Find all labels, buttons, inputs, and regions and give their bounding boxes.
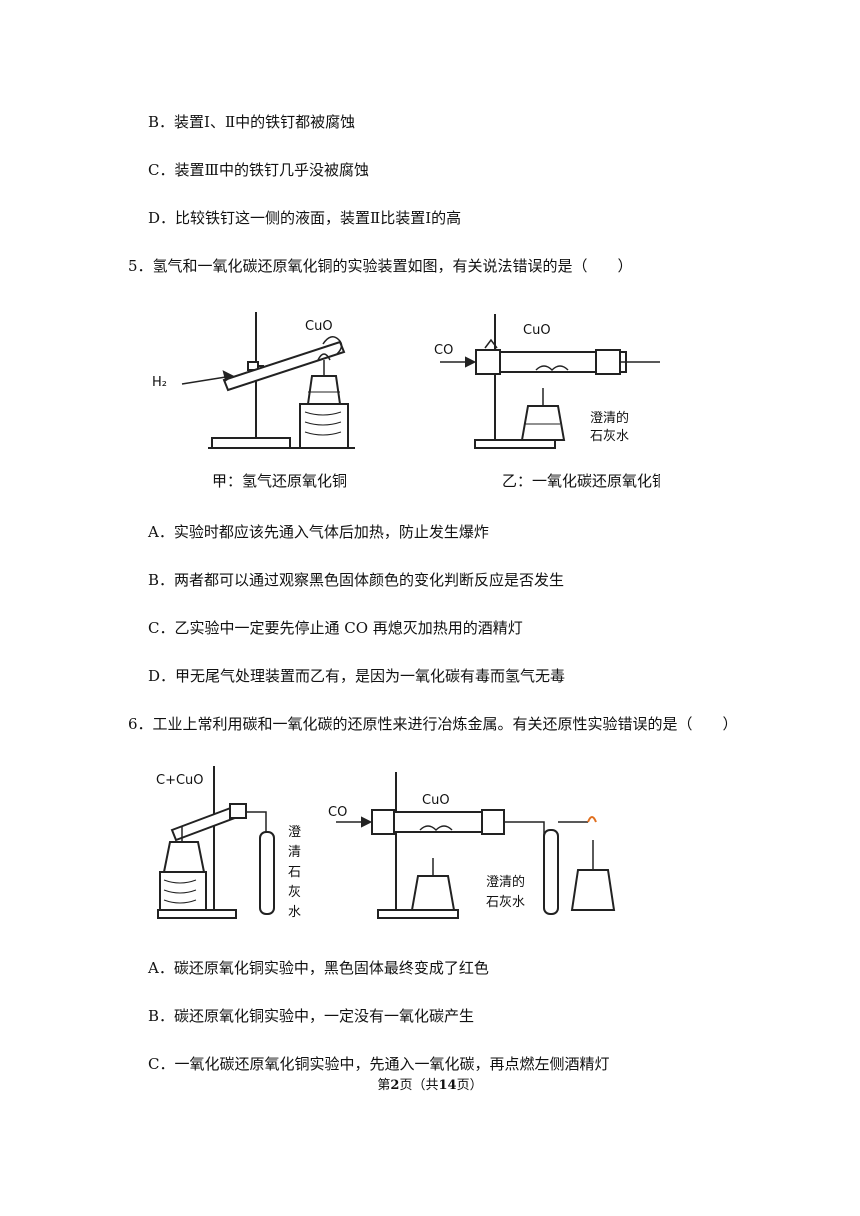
q5-option-a: A．实验时都应该先通入气体后加热，防止发生爆炸 bbox=[148, 523, 489, 541]
q5-fig-left-h2: H₂ bbox=[152, 375, 167, 390]
q5-stem: 5．氢气和一氧化碳还原氧化铜的实验装置如图，有关说法错误的是（ ） bbox=[128, 257, 633, 275]
q5-fig-right-cuo: CuO bbox=[523, 323, 551, 338]
q4-option-d: D．比较铁钉这一侧的液面，装置Ⅱ比装置Ⅰ的高 bbox=[148, 209, 462, 227]
q6-fig-left-vchar-3: 石 bbox=[288, 865, 301, 880]
q5-fig-right-caption: 乙：一氧化碳还原氧化铜 bbox=[502, 472, 660, 490]
q6-fig-left-reactants: C+CuO bbox=[156, 773, 204, 788]
q5-option-b: B．两者都可以通过观察黑色固体颜色的变化判断反应是否发生 bbox=[148, 571, 565, 589]
stand-base-icon bbox=[211, 437, 291, 449]
q5-figure: CuO H₂ 甲：氢气还原氧化铜 CO CuO 澄清的 石灰水 乙：一氧化碳还原… bbox=[152, 312, 660, 490]
alcohol-lamp-icon-5 bbox=[570, 869, 616, 911]
alcohol-lamp-icon-3 bbox=[162, 841, 206, 873]
q6-stem: 6．工业上常利用碳和一氧化碳的还原性来进行冶炼金属。有关还原性实验错误的是（ ） bbox=[128, 715, 738, 733]
page-footer: 第2页（共14页） bbox=[0, 1074, 860, 1093]
wood-block-icon bbox=[299, 403, 349, 449]
stand-base-icon-2 bbox=[474, 439, 556, 449]
limewater-tube-icon-2 bbox=[543, 829, 559, 915]
q6-fig-left-vchar-2: 清 bbox=[288, 845, 301, 860]
q5-fig-left-caption: 甲：氢气还原氧化铜 bbox=[212, 472, 347, 490]
footer-page-number: 2 bbox=[390, 1078, 400, 1093]
q6-fig-left-vchar-4: 灰 bbox=[288, 885, 301, 900]
q6-fig-right-limewater-2: 石灰水 bbox=[486, 895, 525, 910]
q6-figure: C+CuO 澄 清 石 灰 水 CO CuO 澄清的 石灰水 bbox=[156, 766, 616, 920]
test-tube-icon bbox=[222, 340, 346, 392]
q6-fig-left-vchar-5: 水 bbox=[288, 905, 301, 920]
q6-fig-right-co: CO bbox=[328, 805, 347, 820]
stand-base-icon-3 bbox=[157, 909, 237, 919]
q6-fig-left-vchar-1: 澄 bbox=[288, 825, 301, 840]
footer-prefix: 第 bbox=[377, 1078, 391, 1093]
q6-fig-right-cuo: CuO bbox=[422, 793, 450, 808]
q5-fig-right-limewater-2: 石灰水 bbox=[590, 429, 629, 444]
q4-option-c: C．装置Ⅲ中的铁钉几乎没被腐蚀 bbox=[148, 161, 369, 179]
q6-option-a: A．碳还原氧化铜实验中，黑色固体最终变成了红色 bbox=[148, 959, 489, 977]
alcohol-lamp-icon-4 bbox=[410, 875, 456, 911]
footer-total-pages: 14 bbox=[438, 1078, 457, 1093]
q5-fig-right-co: CO bbox=[434, 343, 453, 358]
flame-icon bbox=[587, 816, 597, 823]
alcohol-lamp-icon bbox=[306, 375, 342, 405]
q4-option-b: B．装置Ⅰ、Ⅱ中的铁钉都被腐蚀 bbox=[148, 113, 356, 131]
q5-option-d: D．甲无尾气处理装置而乙有，是因为一氧化碳有毒而氢气无毒 bbox=[148, 667, 566, 685]
q6-fig-right-limewater-1: 澄清的 bbox=[486, 874, 525, 890]
q5-fig-left-cuo: CuO bbox=[305, 319, 333, 334]
q6-option-c: C．一氧化碳还原氧化铜实验中，先通入一氧化碳，再点燃左侧酒精灯 bbox=[148, 1055, 610, 1073]
stand-base-icon-4 bbox=[377, 909, 459, 919]
footer-suffix: 页） bbox=[456, 1078, 483, 1093]
footer-middle: 页（共 bbox=[399, 1078, 439, 1093]
alcohol-lamp-icon-2 bbox=[520, 405, 566, 441]
limewater-tube-icon bbox=[259, 831, 275, 915]
q5-option-c: C．乙实验中一定要先停止通 CO 再熄灭加热用的酒精灯 bbox=[148, 619, 523, 637]
q5-fig-right-limewater-1: 澄清的 bbox=[590, 410, 629, 426]
q6-option-b: B．碳还原氧化铜实验中，一定没有一氧化碳产生 bbox=[148, 1007, 475, 1025]
